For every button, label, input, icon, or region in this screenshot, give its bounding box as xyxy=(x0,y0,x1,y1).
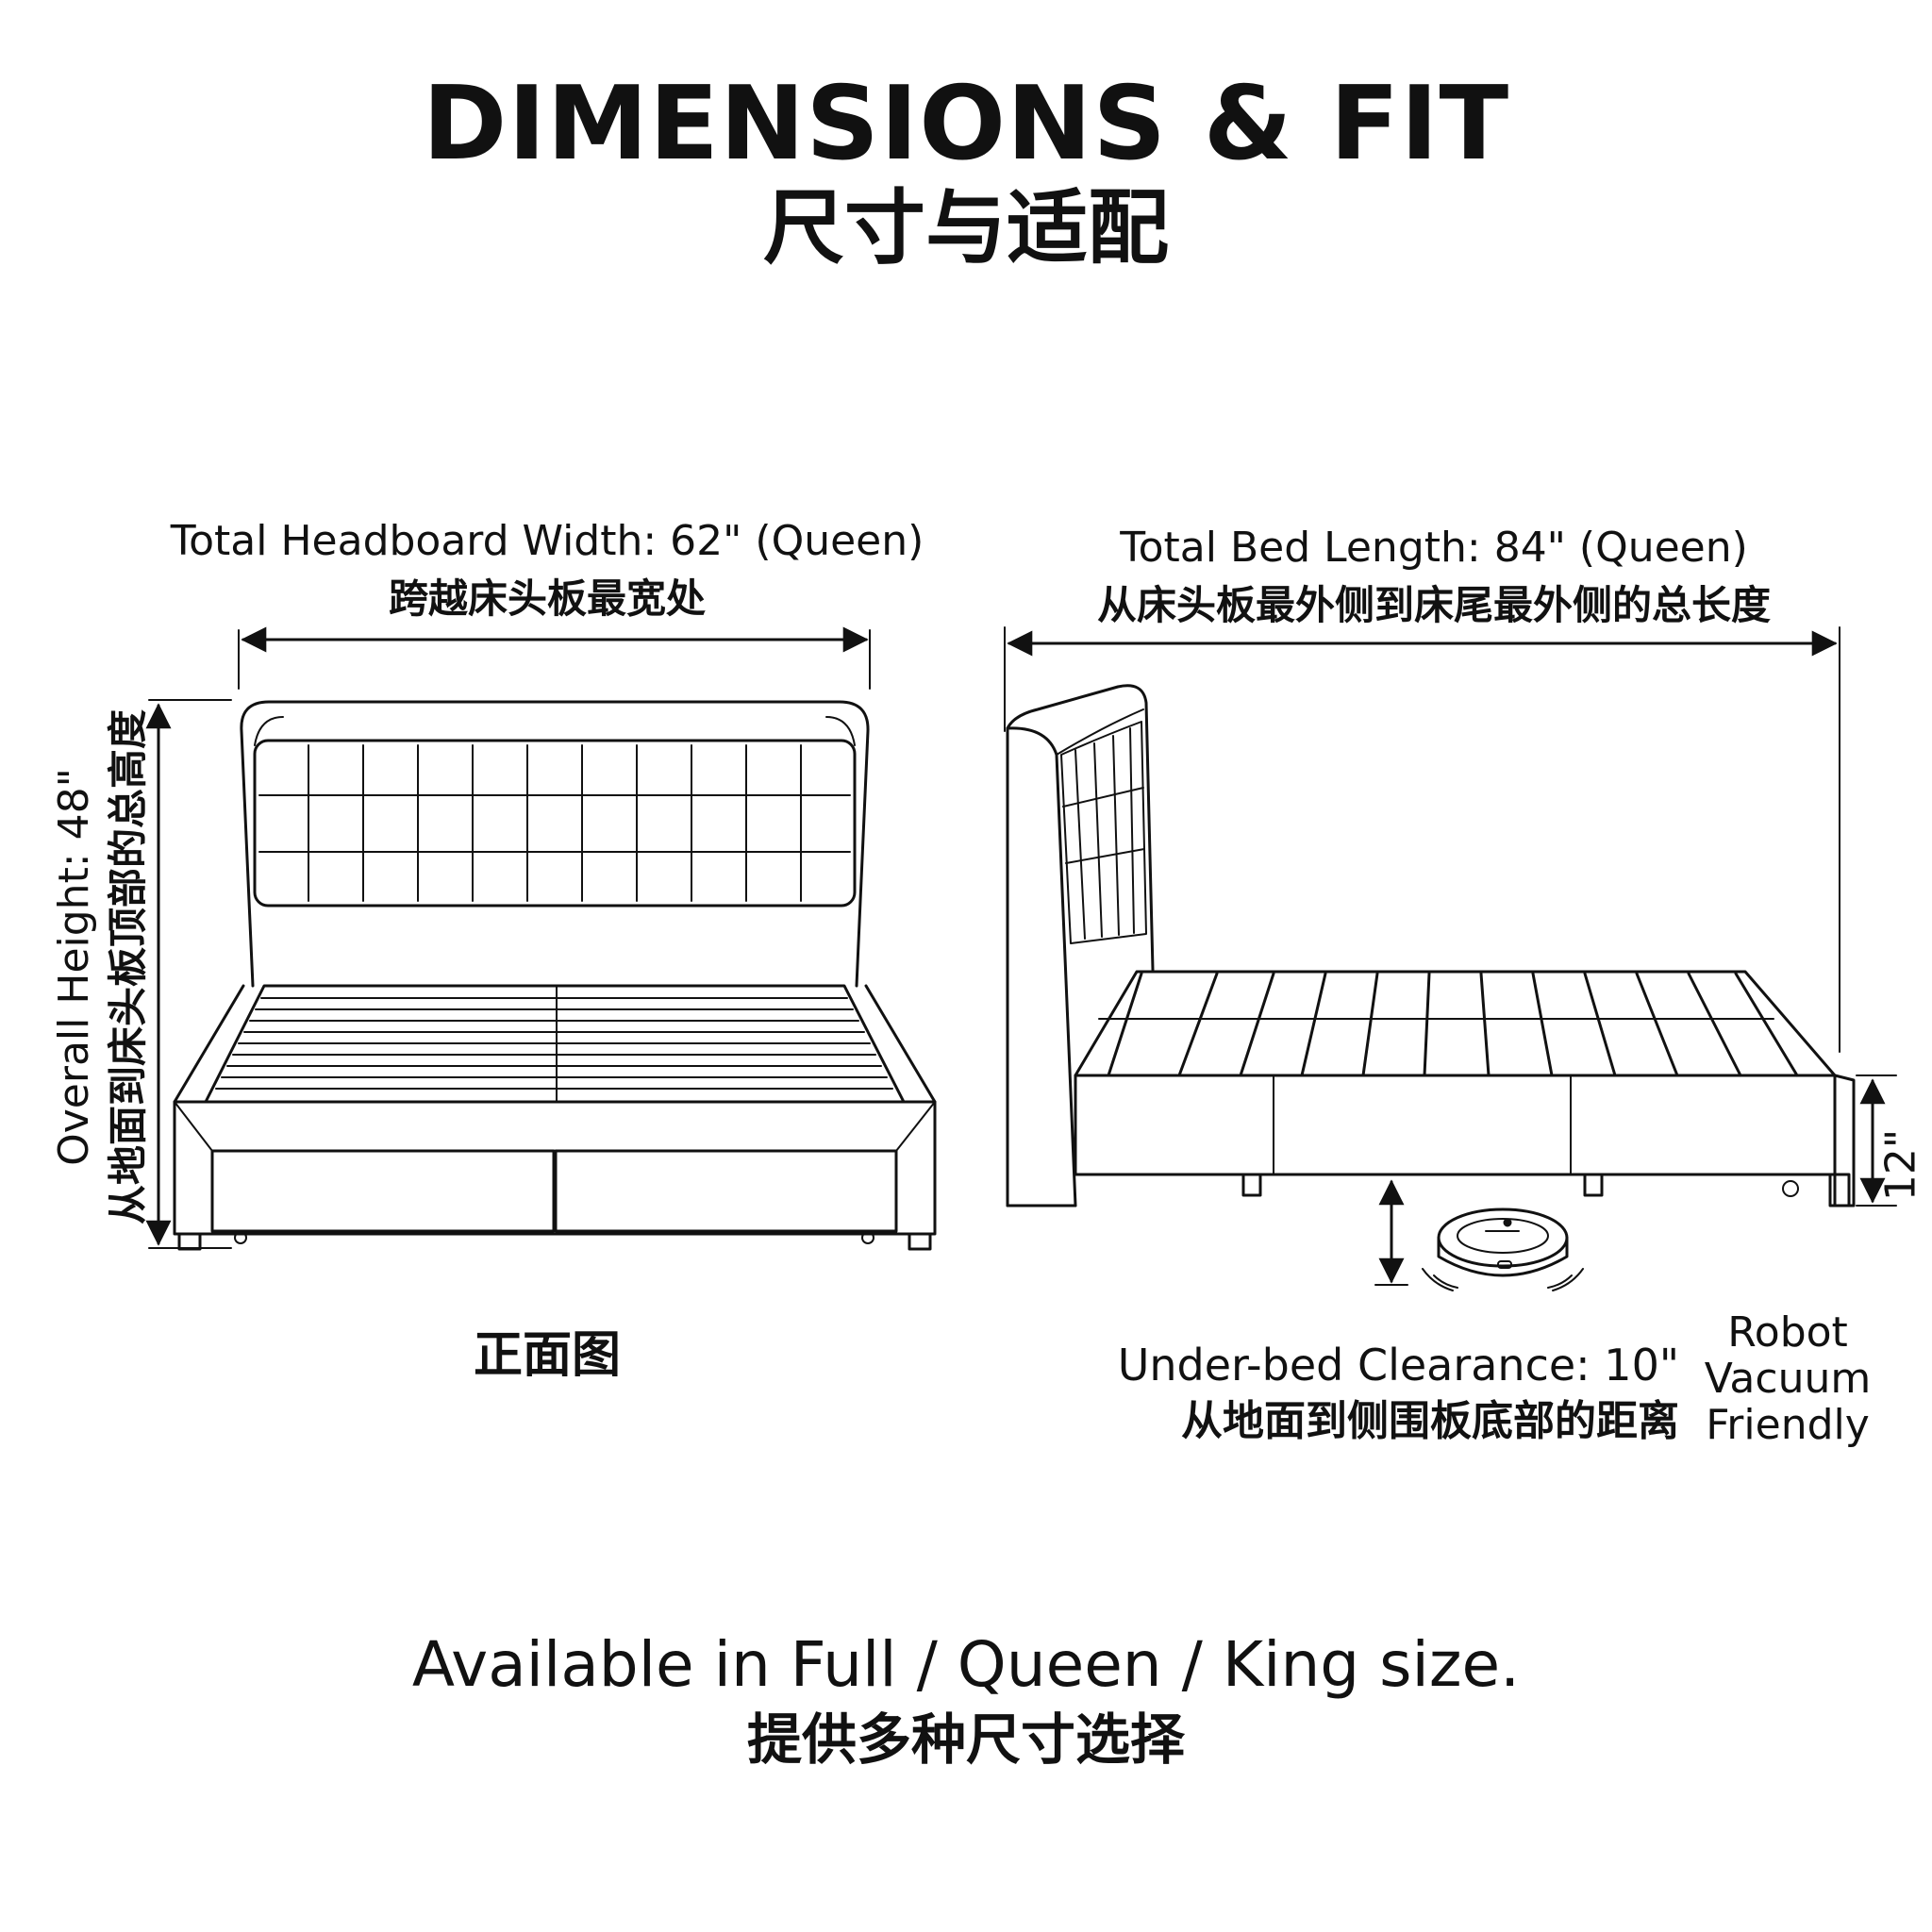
side-tufting xyxy=(1060,721,1147,944)
front-drawer-right xyxy=(554,1149,898,1233)
front-side-rails xyxy=(173,984,937,1104)
robot-badge-line: Friendly xyxy=(1706,1401,1870,1449)
headboard-width-label: Total Headboard Width: 62" (Queen) xyxy=(170,517,924,565)
side-view-drawing xyxy=(1004,626,1897,1286)
side-slats xyxy=(1107,972,1799,1077)
front-view-drawing xyxy=(145,626,937,1251)
front-leg xyxy=(908,1232,932,1251)
availability-text: Available in Full / Queen / King size. xyxy=(411,1628,1521,1701)
bed-length-label: Total Bed Length: 84" (Queen) xyxy=(1120,524,1748,572)
side-leg xyxy=(1828,1173,1851,1208)
front-leg xyxy=(177,1232,202,1251)
availability-note: 提供多种尺寸选择 xyxy=(746,1707,1185,1772)
front-tufting-grid xyxy=(258,744,851,902)
bed-length-note: 从床头板最外侧到床尾最外侧的总长度 xyxy=(1096,582,1771,628)
side-headboard-outline xyxy=(1006,684,1155,1208)
robot-badge-line: Vacuum xyxy=(1704,1355,1872,1403)
side-leg xyxy=(1241,1173,1262,1197)
front-tufted-panel xyxy=(253,739,857,908)
robot-badge-line: Robot xyxy=(1727,1308,1848,1357)
page-title-chinese: 尺寸与适配 xyxy=(763,181,1169,275)
headboard-width-note: 跨越床头板最宽处 xyxy=(388,575,706,622)
front-caster xyxy=(234,1231,247,1244)
side-rail xyxy=(1074,1074,1837,1176)
robot-vacuum-badge: Robot Vacuum Friendly xyxy=(1679,1309,1896,1448)
side-caster xyxy=(1782,1180,1799,1197)
side-slat-frame xyxy=(1074,970,1837,1077)
clearance-label: Under-bed Clearance: 10" xyxy=(1117,1340,1679,1391)
front-headboard-outline xyxy=(240,700,870,988)
side-headboard-wing xyxy=(1006,726,1077,1208)
front-slats xyxy=(215,985,893,1103)
side-footboard-end xyxy=(1833,1074,1856,1208)
side-leg xyxy=(1583,1173,1604,1197)
robot-vacuum-icon xyxy=(1422,1208,1584,1291)
front-caster xyxy=(861,1231,874,1244)
clearance-note: 从地面到侧围板底部的距离 xyxy=(1181,1397,1679,1445)
front-footboard xyxy=(173,1100,937,1236)
page-title: DIMENSIONS & FIT xyxy=(422,65,1510,183)
front-view-label: 正面图 xyxy=(473,1327,621,1384)
front-drawer-left xyxy=(210,1149,556,1233)
